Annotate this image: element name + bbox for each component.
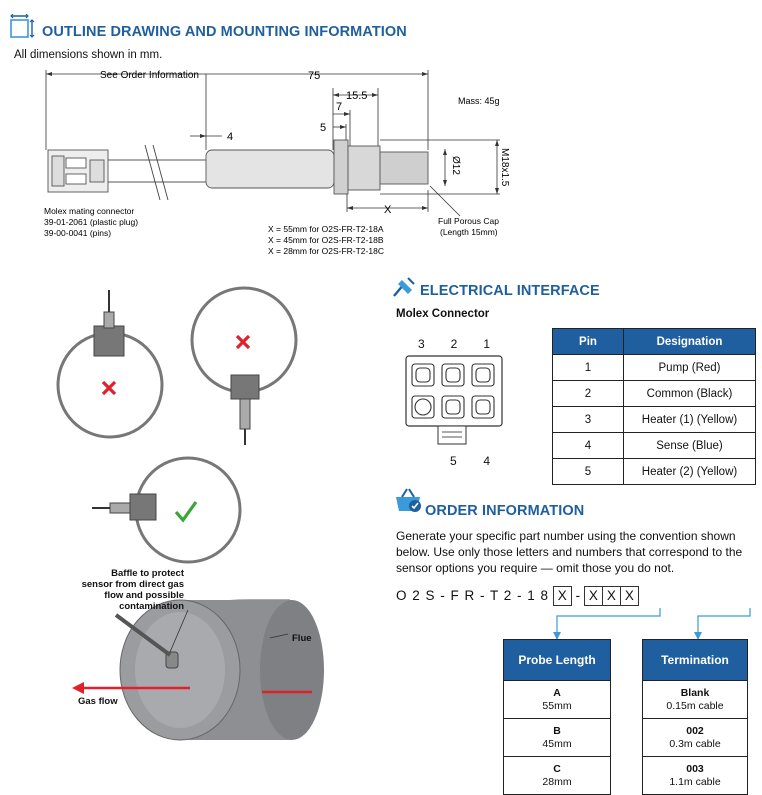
designation-header: Designation: [623, 328, 756, 355]
termination-code: 002: [686, 724, 704, 737]
pin-header: Pin: [552, 328, 624, 355]
plug-icon: [392, 276, 416, 303]
designation-cell: Heater (1) (Yellow): [623, 406, 756, 433]
dim-4: 4: [227, 131, 233, 143]
dim-7: 7: [336, 101, 342, 113]
termination-code: 003: [686, 762, 704, 775]
termination-box: X: [602, 586, 621, 606]
termination-value: 1.1m cable: [669, 775, 721, 788]
dim-5: 5: [320, 122, 326, 134]
order-connectors: [553, 608, 751, 640]
dim-15-5: 15.5: [346, 90, 367, 102]
molex-line-2: 39-01-2061 (plastic plug): [44, 217, 138, 227]
baffle-line-2: sensor from direct gas: [81, 579, 184, 590]
designation-cell: Sense (Blue): [623, 432, 756, 459]
dim-m18: M18x1.5: [499, 148, 510, 187]
pin-label: 4: [483, 454, 490, 468]
pin-label: 1: [483, 337, 490, 351]
probe-value: 28mm: [542, 775, 572, 788]
molex-line-3: 39-00-0041 (pins): [44, 228, 111, 238]
outline-drawing: See Order Information 75 4 15.5 7 5 Mass…: [44, 70, 510, 256]
pin-cell: 4: [552, 432, 624, 459]
x-variant-b: X = 45mm for O2S-FR-T2-18B: [268, 235, 384, 245]
mass-label: Mass: 45g: [458, 96, 500, 106]
baffle-line-4: contamination: [119, 601, 184, 612]
x-variant-a: X = 55mm for O2S-FR-T2-18A: [268, 224, 384, 234]
dim-dia12: Ø12: [450, 156, 461, 175]
dim-x: X: [384, 204, 392, 216]
pin-labels-top: 3 2 1: [418, 337, 490, 351]
molex-connector-title: Molex Connector: [396, 308, 490, 320]
pin-cell: 2: [552, 380, 624, 407]
termination-value: 0.15m cable: [666, 699, 724, 712]
order-title: ORDER INFORMATION: [425, 503, 585, 519]
designation-cell: Common (Black): [623, 380, 756, 407]
part-dash: -: [575, 588, 581, 603]
baffle-line-1: Baffle to protect: [111, 568, 184, 579]
pin-cell: 1: [552, 354, 624, 381]
porous-cap-1: Full Porous Cap: [438, 216, 499, 226]
electrical-title: ELECTRICAL INTERFACE: [420, 283, 600, 299]
termination-value: 0.3m cable: [669, 737, 721, 750]
porous-cap-2: (Length 15mm): [440, 227, 498, 237]
baffle-line-3: flow and possible: [104, 590, 184, 601]
pin-label: 2: [450, 337, 458, 351]
outline-title: OUTLINE DRAWING AND MOUNTING INFORMATION: [42, 24, 407, 40]
pin-label: 3: [418, 337, 425, 351]
termination-box: X: [583, 586, 603, 606]
dim-75: 75: [308, 70, 320, 82]
molex-connector-diagram: [405, 355, 503, 445]
dim-see-order: See Order Information: [100, 70, 199, 81]
tick-icon: [174, 501, 198, 523]
designation-cell: Pump (Red): [623, 354, 756, 381]
pin-label: 5: [450, 454, 457, 468]
probe-value: 55mm: [542, 699, 572, 712]
mounting-diagrams: [56, 286, 324, 741]
probe-length-header: Probe Length: [503, 639, 611, 681]
gas-flow-label: Gas flow: [78, 696, 118, 707]
order-paragraph: Generate your specific part number using…: [396, 529, 743, 575]
cross-icon: [101, 380, 117, 396]
pin-cell: 3: [552, 406, 624, 433]
probe-code: A: [553, 686, 561, 699]
basket-icon: [394, 487, 422, 518]
pin-labels-bottom: 5 4: [450, 454, 490, 468]
outline-icon: [10, 13, 36, 45]
pin-cell: 5: [552, 458, 624, 485]
flue-label: Flue: [292, 633, 312, 644]
probe-length-box: X: [552, 586, 572, 606]
termination-code: Blank: [680, 686, 710, 699]
probe-value: 45mm: [542, 737, 572, 750]
probe-code: B: [553, 724, 561, 737]
dims-note: All dimensions shown in mm.: [14, 49, 163, 61]
cross-icon: [235, 334, 251, 350]
molex-line-1: Molex mating connector: [44, 206, 134, 216]
termination-box: X: [620, 586, 639, 606]
termination-header: Termination: [642, 639, 748, 681]
part-prefix: O 2 S - F R - T 2 - 1 8: [396, 588, 550, 603]
designation-cell: Heater (2) (Yellow): [623, 458, 756, 485]
probe-code: C: [553, 762, 561, 775]
x-variant-c: X = 28mm for O2S-FR-T2-18C: [268, 246, 384, 256]
